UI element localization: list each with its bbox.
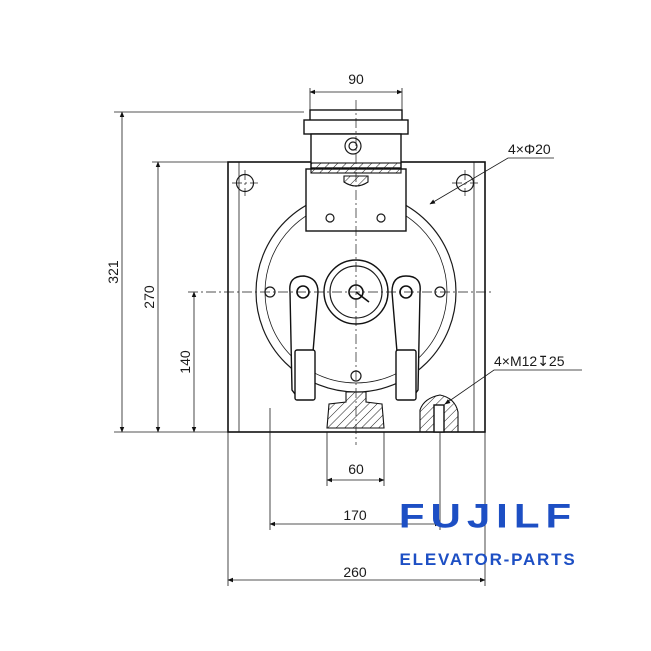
brand-tagline: ELEVATOR-PARTS bbox=[399, 550, 577, 569]
dim-top-width: 90 bbox=[348, 71, 364, 87]
centre-lines bbox=[188, 100, 492, 445]
callout-tapped-holes: 4×M12↧25 bbox=[494, 353, 565, 369]
dim-center-height: 140 bbox=[177, 350, 193, 374]
callout-through-holes: 4×Φ20 bbox=[508, 141, 551, 157]
dim-plate-height: 270 bbox=[141, 285, 157, 309]
dim-hole-spacing: 170 bbox=[343, 507, 367, 523]
dim-slot-width: 60 bbox=[348, 461, 364, 477]
dim-overall-height: 321 bbox=[105, 260, 121, 284]
dimension-lines bbox=[114, 88, 582, 586]
brake-arm-left bbox=[289, 275, 319, 401]
dim-plate-width: 260 bbox=[343, 564, 367, 580]
bottom-tslot bbox=[326, 391, 385, 429]
brake-arm-right bbox=[391, 275, 421, 401]
tapped-hole-section bbox=[419, 394, 459, 433]
brand-wordmark: FUJILF bbox=[398, 496, 578, 535]
brand-logo: FUJILF ELEVATOR-PARTS bbox=[381, 498, 595, 570]
